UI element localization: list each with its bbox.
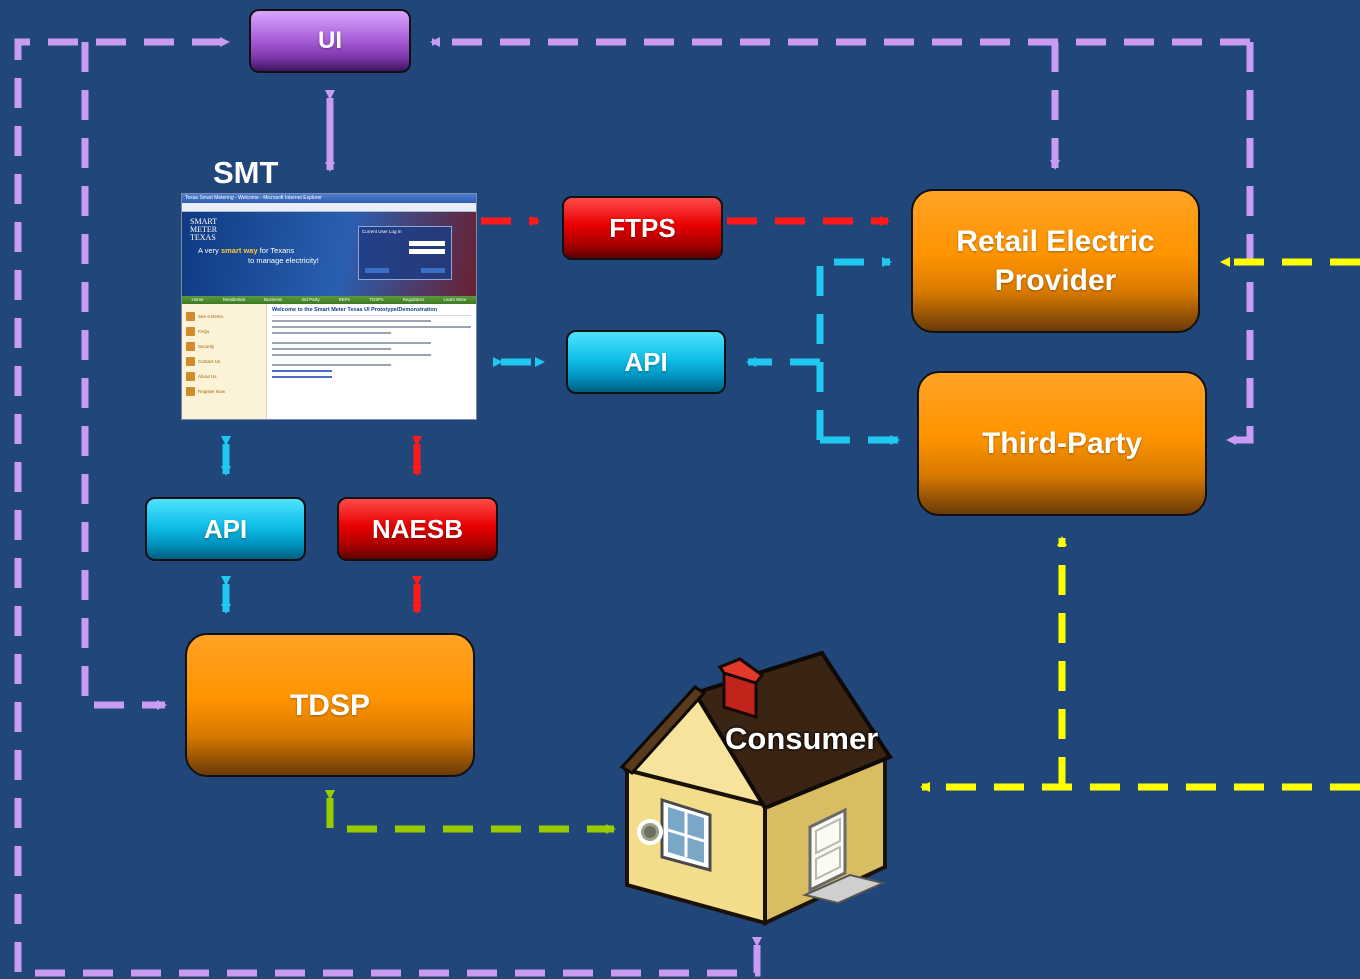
smt-login-title: Current User Log In bbox=[362, 229, 402, 234]
ftps-label: FTPS bbox=[609, 212, 676, 243]
naesb-node: NAESB bbox=[337, 497, 498, 561]
smt-nav-item: Regulators bbox=[402, 297, 425, 302]
smt-register-button bbox=[365, 268, 389, 273]
smt-sidebar-item: FAQs bbox=[186, 325, 262, 338]
smt-nav-item: Business bbox=[263, 297, 283, 302]
ui-node: UI bbox=[249, 9, 411, 73]
smt-user-id-field bbox=[409, 241, 445, 246]
naesb-label: NAESB bbox=[371, 513, 463, 544]
smt-text-line bbox=[272, 326, 471, 328]
green-tdsp-consumer bbox=[325, 790, 616, 834]
smt-nav-item: Residential bbox=[222, 297, 245, 302]
smt-tagline-line2: to manage electricity! bbox=[248, 256, 319, 265]
contact-icon bbox=[186, 357, 195, 366]
smt-heading: Welcome to the Smart Meter Texas UI Prot… bbox=[272, 307, 471, 316]
retail-electric-provider-node: Retail Electric Provider bbox=[911, 189, 1200, 333]
smt-text-line bbox=[272, 348, 392, 350]
register-icon bbox=[186, 387, 195, 396]
smt-nav-item: Home bbox=[191, 297, 204, 302]
smt-browser-toolbar bbox=[182, 203, 476, 212]
smt-password-field bbox=[409, 249, 445, 254]
tdsp-label: TDSP bbox=[289, 688, 370, 722]
house-step bbox=[801, 873, 887, 905]
smt-label: SMT bbox=[213, 155, 279, 190]
smt-brand: SMART METER TEXAS bbox=[190, 217, 218, 242]
security-icon bbox=[186, 342, 195, 351]
smt-text-line bbox=[272, 320, 432, 322]
smt-tagline-pre: A very bbox=[198, 246, 221, 255]
smt-text-line bbox=[272, 332, 392, 334]
smt-text-line bbox=[272, 342, 432, 344]
smt-text-line bbox=[272, 354, 432, 356]
smt-link-line bbox=[272, 370, 332, 372]
smt-nav-item: Learn More bbox=[443, 297, 467, 302]
smt-tagline: A very smart way for Texans to manage el… bbox=[198, 246, 319, 266]
smt-sidebar-item: See a Demo bbox=[186, 310, 262, 323]
smt-tagline-post: for Texans bbox=[257, 246, 295, 255]
smt-login-panel: Current User Log In bbox=[358, 226, 452, 280]
api-left-node: API bbox=[145, 497, 306, 561]
smt-content: See a Demo FAQs Security Contact Us Abou… bbox=[182, 304, 476, 419]
tdsp-node: TDSP bbox=[185, 633, 475, 777]
cyan-to-rep bbox=[816, 257, 892, 440]
ui-label: UI bbox=[318, 27, 342, 54]
third-party-label: Third-Party bbox=[981, 427, 1143, 460]
smt-nav-item: TDSPs bbox=[369, 297, 384, 302]
consumer-label: Consumer bbox=[725, 721, 879, 756]
smt-login-button bbox=[421, 268, 445, 273]
smt-link-line bbox=[272, 376, 332, 378]
smt-nav-bar: Home Residential Business 3rd Party REPs… bbox=[182, 296, 476, 304]
about-icon bbox=[186, 372, 195, 381]
ftps-node: FTPS bbox=[562, 196, 723, 260]
rep-label: Retail Electric Provider bbox=[956, 225, 1155, 297]
smt-sidebar: See a Demo FAQs Security Contact Us Abou… bbox=[182, 304, 267, 419]
smt-nav-item: REPs bbox=[338, 297, 351, 302]
faq-icon bbox=[186, 327, 195, 336]
api-right-label: API bbox=[624, 346, 668, 377]
api-right-node: API bbox=[566, 330, 726, 394]
smt-sidebar-item: Register Now bbox=[186, 385, 262, 398]
smt-sidebar-item: Contact Us bbox=[186, 355, 262, 368]
demo-icon bbox=[186, 312, 195, 321]
smt-tagline-highlight: smart way bbox=[220, 246, 258, 255]
house-roof-edge bbox=[619, 685, 707, 775]
smt-window-title: Texas Smart Metering - Welcome - Microso… bbox=[182, 194, 476, 203]
smt-website-screenshot: Texas Smart Metering - Welcome - Microso… bbox=[181, 193, 477, 420]
smt-nav-item: 3rd Party bbox=[301, 297, 320, 302]
house-chimney-top bbox=[717, 657, 765, 685]
consumer-house bbox=[619, 650, 894, 927]
purple-ui-to-third-party bbox=[1226, 42, 1254, 445]
purple-inner-loop bbox=[81, 42, 167, 710]
purple-outer-loop bbox=[14, 37, 762, 977]
smt-main: Welcome to the Smart Meter Texas UI Prot… bbox=[267, 304, 476, 419]
smt-sidebar-item: About Us bbox=[186, 370, 262, 383]
third-party-node: Third-Party bbox=[917, 371, 1207, 516]
api-left-label: API bbox=[203, 513, 248, 544]
smt-sidebar-item: Security bbox=[186, 340, 262, 353]
smt-text-line bbox=[272, 364, 392, 366]
smt-banner: SMART METER TEXAS A very smart way for T… bbox=[182, 212, 476, 296]
